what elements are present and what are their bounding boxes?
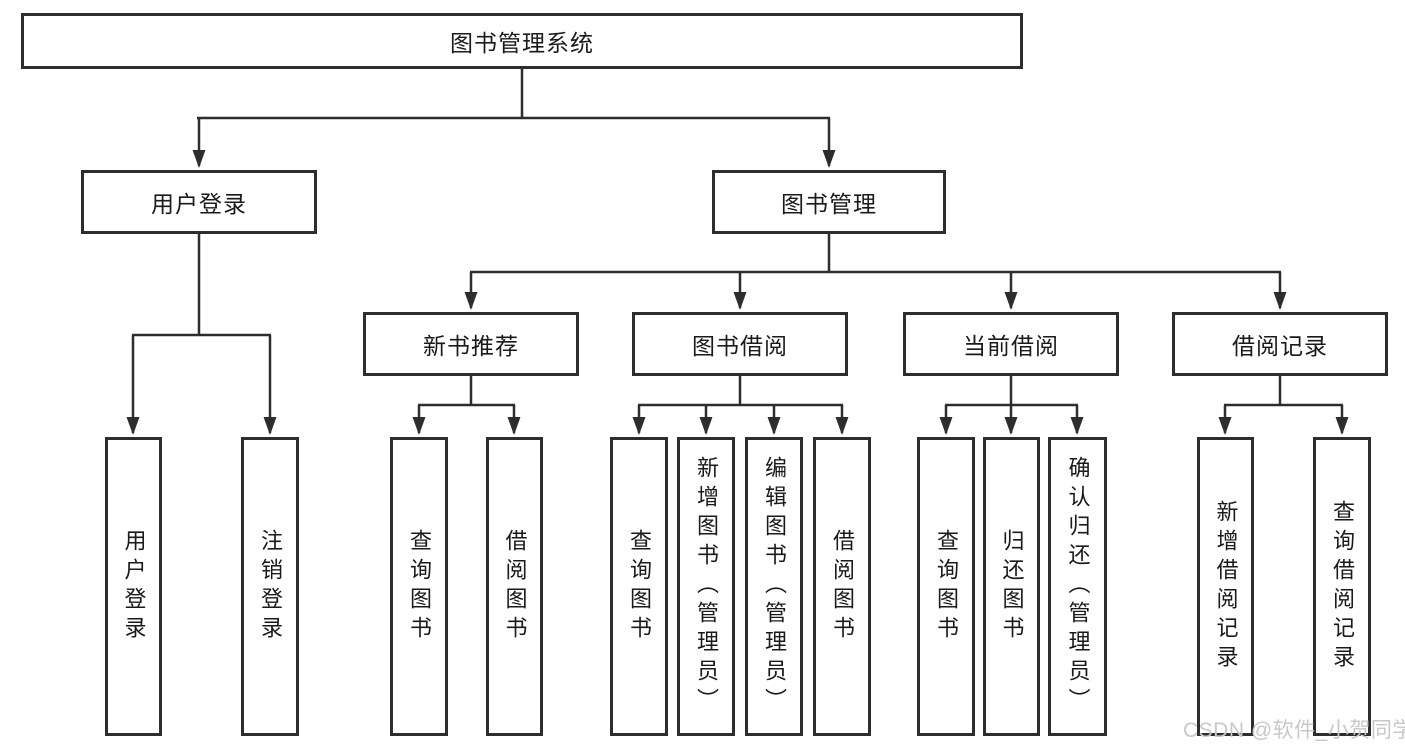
leaf-current-query-book: 查询图书 bbox=[917, 437, 975, 736]
leaf-borrow-borrow-book: 借阅图书 bbox=[813, 437, 871, 736]
leaf-recommend-borrow-book: 借阅图书 bbox=[486, 437, 543, 736]
leaf-borrow-add-book: 新增图书（管理员） bbox=[677, 437, 735, 736]
node-user-login: 用户登录 bbox=[81, 170, 317, 234]
node-new-book-recommend: 新书推荐 bbox=[363, 312, 579, 376]
leaf-current-return-book: 归还图书 bbox=[983, 437, 1040, 736]
leaf-recommend-query-book: 查询图书 bbox=[390, 437, 448, 736]
leaf-record-add-record: 新增借阅记录 bbox=[1197, 437, 1254, 736]
node-book-borrow: 图书借阅 bbox=[632, 312, 848, 376]
leaf-borrow-query-book: 查询图书 bbox=[610, 437, 668, 736]
node-root: 图书管理系统 bbox=[21, 13, 1023, 69]
leaf-borrow-edit-book: 编辑图书（管理员） bbox=[745, 437, 803, 736]
node-book-management: 图书管理 bbox=[712, 170, 946, 234]
node-current-borrow: 当前借阅 bbox=[903, 312, 1119, 376]
leaf-logout: 注销登录 bbox=[241, 437, 299, 736]
leaf-current-confirm-return: 确认归还（管理员） bbox=[1048, 437, 1107, 736]
node-borrow-record: 借阅记录 bbox=[1172, 312, 1388, 376]
leaf-user-login: 用户登录 bbox=[105, 437, 162, 736]
leaf-record-query-record: 查询借阅记录 bbox=[1313, 437, 1371, 736]
